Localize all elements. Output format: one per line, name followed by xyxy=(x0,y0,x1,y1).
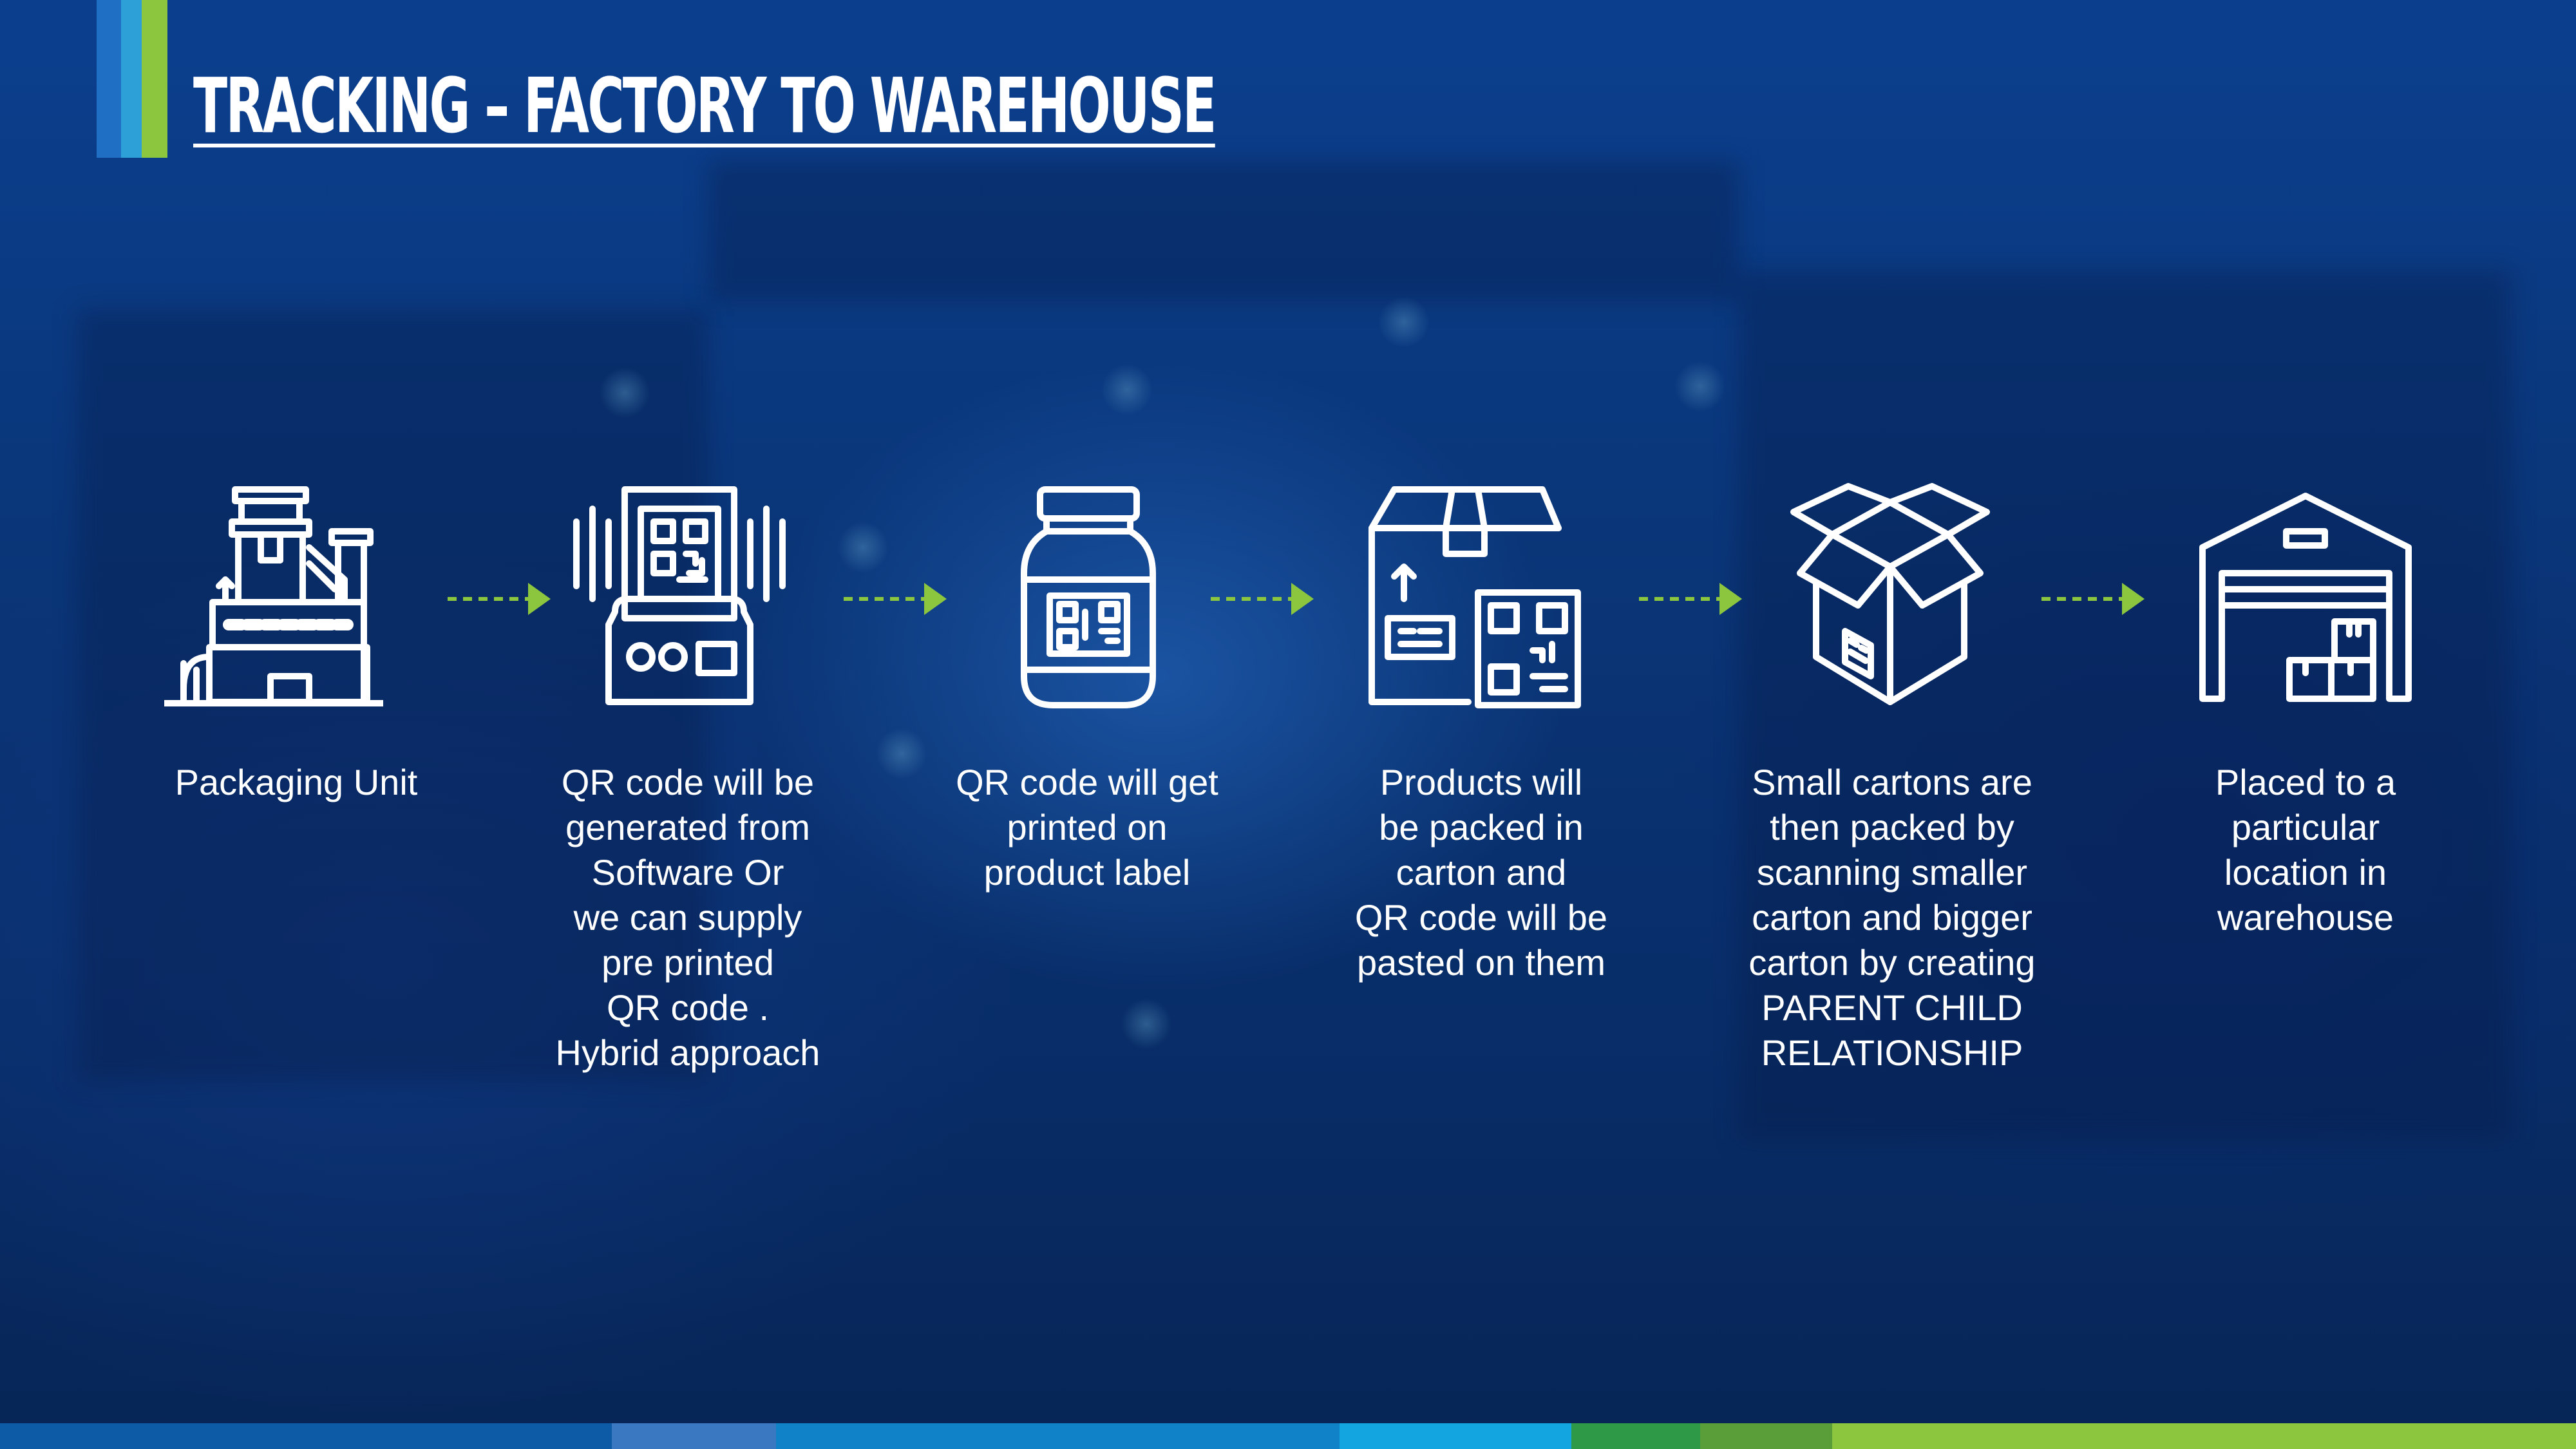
dashed-arrow-icon xyxy=(1636,580,1745,618)
bottom-bar-segment xyxy=(776,1423,1340,1449)
dashed-arrow-icon xyxy=(2038,580,2148,618)
background-light xyxy=(1674,361,1726,412)
background-building-right xyxy=(1739,270,2512,1140)
bottom-bar-segment xyxy=(1700,1423,1832,1449)
background-light xyxy=(876,728,927,779)
step-label: Packaging Unit xyxy=(175,762,418,802)
background-light xyxy=(1378,296,1430,348)
step-label: Products will be packed in carton and QR… xyxy=(1354,762,1608,983)
accent-bar-blue xyxy=(97,0,121,158)
step-label: QR code will get printed on product labe… xyxy=(956,762,1218,893)
accent-bar-green xyxy=(142,0,167,158)
open-carton-icon xyxy=(1781,483,2000,715)
bottom-bar-segment xyxy=(612,1423,776,1449)
bottom-bar-segment xyxy=(1832,1423,2576,1449)
step-label: Small cartons are then packed by scannin… xyxy=(1748,762,2036,1073)
factory-icon xyxy=(161,483,386,715)
background-crane xyxy=(708,161,1739,303)
bottom-bar-segment xyxy=(0,1423,612,1449)
dashed-arrow-icon xyxy=(840,580,950,618)
title-accent-bars xyxy=(97,0,167,158)
bottom-bar-segment xyxy=(1571,1423,1700,1449)
page-title: TRACKING – FACTORY TO WAREHOUSE xyxy=(193,61,1217,150)
background-light xyxy=(837,522,889,573)
background-light xyxy=(1121,998,1172,1050)
qr-package-icon xyxy=(1365,483,1584,715)
dashed-arrow-icon xyxy=(1208,580,1317,618)
background-light xyxy=(1101,364,1153,415)
step-label: Placed to a particular location in wareh… xyxy=(2215,762,2396,938)
dashed-arrow-icon xyxy=(444,580,554,618)
accent-bar-cyan xyxy=(121,0,142,158)
step-label: QR code will be generated from Software … xyxy=(555,762,820,1073)
warehouse-icon xyxy=(2196,483,2415,715)
qr-scanner-icon xyxy=(570,483,789,715)
bottom-color-bar xyxy=(0,1423,2576,1449)
bottom-bar-segment xyxy=(1340,1423,1571,1449)
qr-bottle-icon xyxy=(979,483,1198,715)
background-light xyxy=(599,367,650,419)
